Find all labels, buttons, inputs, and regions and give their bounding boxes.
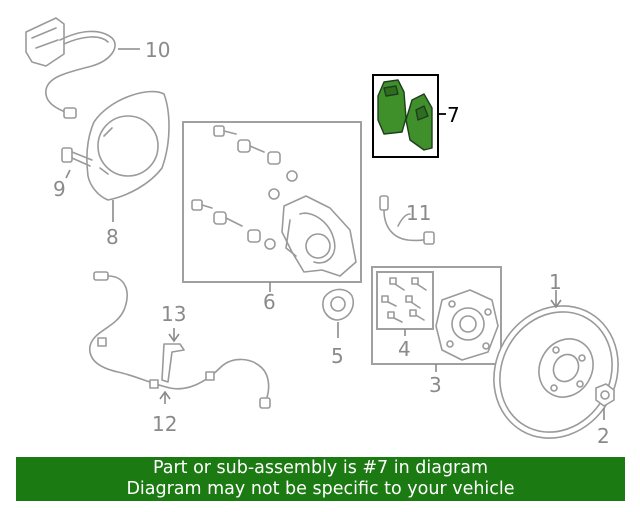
callout-7: 7: [447, 103, 460, 127]
callout-10: 10: [145, 38, 170, 62]
bolt-part: [61, 147, 93, 179]
caliper-group-box: [182, 121, 362, 283]
info-banner: Part or sub-assembly is #7 in diagram Di…: [16, 457, 625, 501]
abs-sensor-part: [25, 17, 140, 119]
shim-part: [322, 288, 354, 338]
callout-12: 12: [152, 412, 177, 436]
callout-4: 4: [398, 337, 411, 361]
callout-8: 8: [106, 225, 119, 249]
nut-part: [595, 383, 615, 420]
parts-diagram: 10 8 9 6: [25, 17, 619, 448]
rotor-part: [493, 290, 619, 439]
brake-pads-part: [377, 79, 446, 151]
callout-6: 6: [263, 290, 276, 314]
brake-pads-highlight-box: [372, 74, 439, 158]
caliper-part: [191, 125, 357, 292]
hub-part: [435, 289, 499, 372]
callout-2: 2: [597, 424, 610, 448]
hub-bolts-part: [381, 277, 427, 336]
callout-1: 1: [549, 270, 562, 294]
banner-line-2: Diagram may not be specific to your vehi…: [126, 479, 515, 499]
bracket-part: [161, 328, 185, 383]
callout-11: 11: [406, 201, 431, 225]
callout-9: 9: [53, 177, 66, 201]
callout-3: 3: [429, 373, 442, 397]
banner-line-1: Part or sub-assembly is #7 in diagram: [152, 458, 489, 478]
callout-5: 5: [331, 344, 344, 368]
wear-sensor-part: [379, 195, 435, 245]
harness-part: [89, 271, 271, 409]
dust-shield-part: [86, 90, 170, 222]
callout-13: 13: [161, 302, 186, 326]
